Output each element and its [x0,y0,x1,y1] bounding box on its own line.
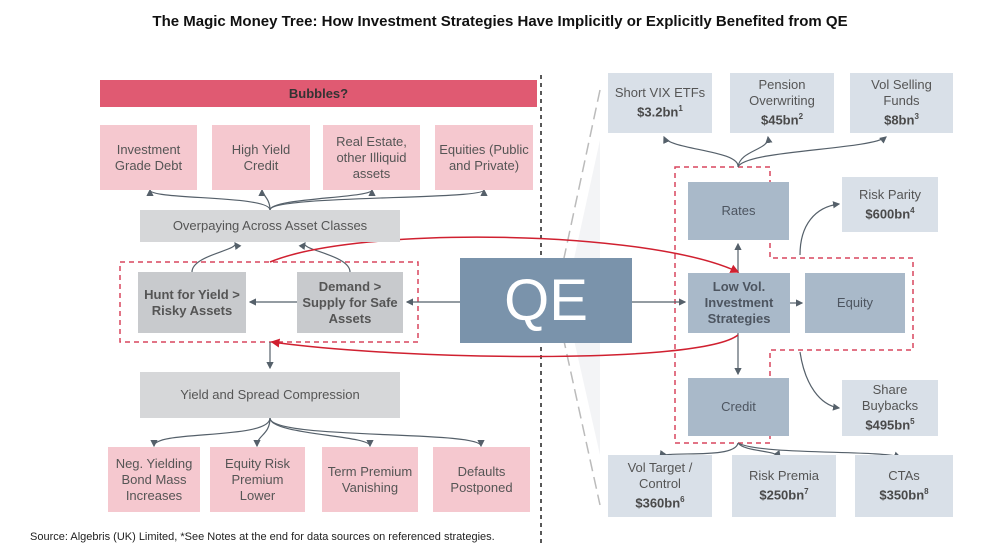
asset-box: High Yield Credit [212,125,310,190]
strategy-value: $350bn8 [879,487,929,503]
strategy-box: CTAs $350bn8 [855,455,953,517]
strategy-value: $45bn2 [760,112,804,128]
strategy-box: Vol Selling Funds $8bn3 [850,73,953,133]
hunt-for-yield-box: Hunt for Yield > Risky Assets [138,272,246,333]
source-note: Source: Algebris (UK) Limited, *See Note… [30,531,495,543]
strategy-box: Short VIX ETFs $3.2bn1 [608,73,712,133]
strategy-name: Vol Selling Funds [871,77,932,109]
equity-box: Equity [805,273,905,333]
outcome-box: Defaults Postponed [433,447,530,512]
strategy-value: $3.2bn1 [637,104,683,120]
outcome-box: Neg. Yielding Bond Mass Increases [108,447,200,512]
credit-box: Credit [688,378,789,436]
rates-box: Rates [688,182,789,240]
strategy-box: Vol Target / Control $360bn6 [608,455,712,517]
strategy-name: Short VIX ETFs [614,85,706,101]
strategy-box: Pension Overwriting $45bn2 [730,73,834,133]
bubbles-banner: Bubbles? [100,80,537,107]
qe-box: QE [460,258,632,343]
risk-parity-box: Risk Parity $600bn4 [842,177,938,232]
low-vol-box: Low Vol. Investment Strategies [688,273,790,333]
asset-box: Real Estate, other Illiquid assets [323,125,420,190]
outcome-box: Equity Risk Premium Lower [210,447,305,512]
strategy-value: $600bn4 [865,205,915,222]
strategy-name: Risk Parity [858,186,922,202]
strategy-value: $360bn6 [635,495,685,511]
compression-box: Yield and Spread Compression [140,372,400,418]
outcome-box: Term Premium Vanishing [322,447,418,512]
strategy-name: Pension Overwriting [749,77,815,109]
demand-supply-box: Demand > Supply for Safe Assets [297,272,403,333]
page-title: The Magic Money Tree: How Investment Str… [152,13,848,30]
overpaying-box: Overpaying Across Asset Classes [140,210,400,242]
strategy-value: $250bn7 [759,487,809,503]
asset-box: Investment Grade Debt [100,125,197,190]
buybacks-box: Share Buybacks $495bn5 [842,380,938,436]
strategy-name: Share Buybacks [861,382,919,414]
strategy-name: CTAs [888,468,920,484]
strategy-name: Vol Target / Control [627,460,693,492]
asset-box: Equities (Public and Private) [435,125,533,190]
strategy-value: $495bn5 [865,417,915,433]
strategy-box: Risk Premia $250bn7 [732,455,836,517]
strategy-value: $8bn3 [884,112,919,128]
strategy-name: Risk Premia [748,468,820,484]
